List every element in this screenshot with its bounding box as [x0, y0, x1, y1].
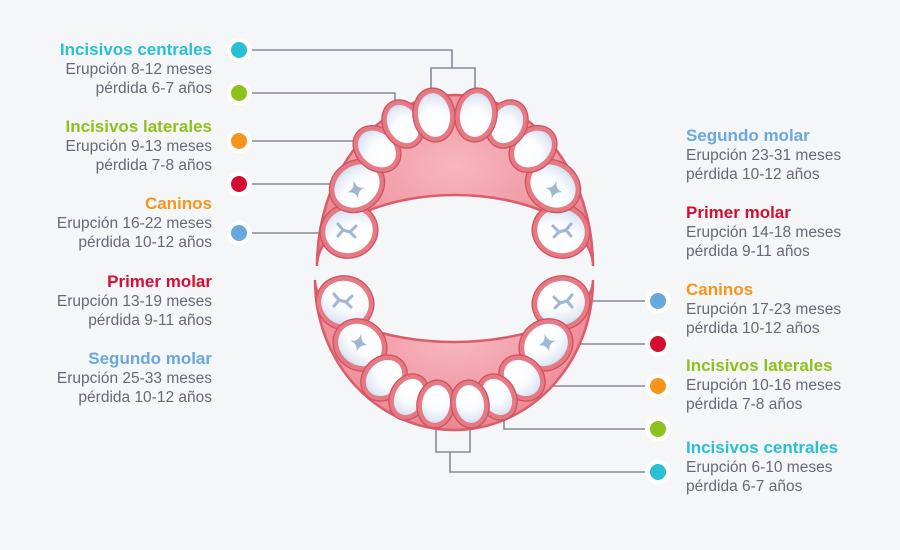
label-title: Incisivos laterales	[686, 356, 833, 375]
label-title: Incisivos centrales	[686, 438, 839, 457]
label-upper-lateral-incisors: Incisivos laterales Erupción 9-13 meses …	[0, 116, 212, 175]
connector-lower-central-incisors	[435, 416, 645, 473]
label-title: Caninos	[686, 280, 754, 299]
label-title: Primer molar	[686, 203, 791, 222]
eruption-text: Erupción 17-23 meses	[686, 301, 842, 318]
label-upper-second-molar: Segundo molar Erupción 25-33 meses pérdi…	[0, 348, 212, 407]
dot-lower-central-incisors	[645, 459, 671, 485]
legend-dots	[226, 37, 671, 485]
eruption-text: Erupción 13-19 meses	[56, 293, 212, 310]
connector-lines	[252, 49, 645, 473]
connector-lower-lateral-incisors	[503, 414, 645, 430]
loss-text: pérdida 7-8 años	[686, 396, 803, 413]
dot-upper-lateral-incisors	[226, 80, 252, 106]
eruption-text: Erupción 25-33 meses	[56, 370, 212, 387]
label-title: Segundo molar	[88, 349, 212, 368]
label-title: Segundo molar	[686, 126, 810, 145]
label-title: Incisivos centrales	[59, 40, 212, 59]
dot-upper-central-incisors	[226, 37, 252, 63]
loss-text: pérdida 6-7 años	[95, 80, 212, 97]
dot-upper-second-molar	[226, 220, 252, 246]
label-lower-first-molar: Primer molar Erupción 14-18 meses pérdid…	[686, 202, 900, 261]
eruption-text: Erupción 9-13 meses	[65, 138, 212, 155]
eruption-text: Erupción 8-12 meses	[65, 61, 212, 78]
lower-arch	[313, 275, 595, 432]
label-upper-first-molar: Primer molar Erupción 13-19 meses pérdid…	[0, 271, 212, 330]
connector-upper-central-incisors	[252, 49, 476, 90]
upper-left-central-incisor	[412, 87, 456, 143]
dot-lower-first-molar	[645, 331, 671, 357]
dot-lower-canines	[645, 373, 671, 399]
label-lower-second-molar: Segundo molar Erupción 23-31 meses pérdi…	[686, 125, 900, 184]
loss-text: pérdida 9-11 años	[88, 312, 212, 329]
eruption-text: Erupción 6-10 meses	[686, 459, 833, 476]
loss-text: pérdida 6-7 años	[686, 478, 803, 495]
upper-arch	[315, 87, 595, 267]
label-lower-canines: Caninos Erupción 17-23 meses pérdida 10-…	[686, 279, 900, 338]
eruption-text: Erupción 16-22 meses	[56, 215, 212, 232]
eruption-text: Erupción 10-16 meses	[686, 377, 842, 394]
loss-text: pérdida 7-8 años	[95, 157, 212, 174]
dot-lower-second-molar	[645, 288, 671, 314]
lower-right-central-incisor	[450, 379, 490, 429]
lower-left-central-incisor	[416, 379, 456, 429]
loss-text: pérdida 10-12 años	[78, 234, 212, 251]
loss-text: pérdida 9-11 años	[686, 243, 810, 260]
dot-lower-lateral-incisors	[645, 416, 671, 442]
label-upper-canines: Caninos Erupción 16-22 meses pérdida 10-…	[0, 193, 212, 252]
label-title: Caninos	[144, 194, 212, 213]
label-lower-central-incisors: Incisivos centrales Erupción 6-10 meses …	[686, 437, 900, 496]
eruption-text: Erupción 23-31 meses	[686, 147, 842, 164]
connector-upper-lateral-incisors	[252, 92, 396, 106]
eruption-text: Erupción 14-18 meses	[686, 224, 842, 241]
loss-text: pérdida 10-12 años	[78, 389, 212, 406]
upper-right-central-incisor	[454, 87, 498, 143]
label-title: Incisivos laterales	[65, 117, 212, 136]
label-upper-central-incisors: Incisivos centrales Erupción 8-12 meses …	[0, 39, 212, 98]
loss-text: pérdida 10-12 años	[686, 320, 820, 337]
loss-text: pérdida 10-12 años	[686, 166, 820, 183]
dot-upper-canines	[226, 128, 252, 154]
label-title: Primer molar	[107, 272, 212, 291]
dot-upper-first-molar	[226, 171, 252, 197]
label-lower-lateral-incisors: Incisivos laterales Erupción 10-16 meses…	[686, 355, 900, 414]
